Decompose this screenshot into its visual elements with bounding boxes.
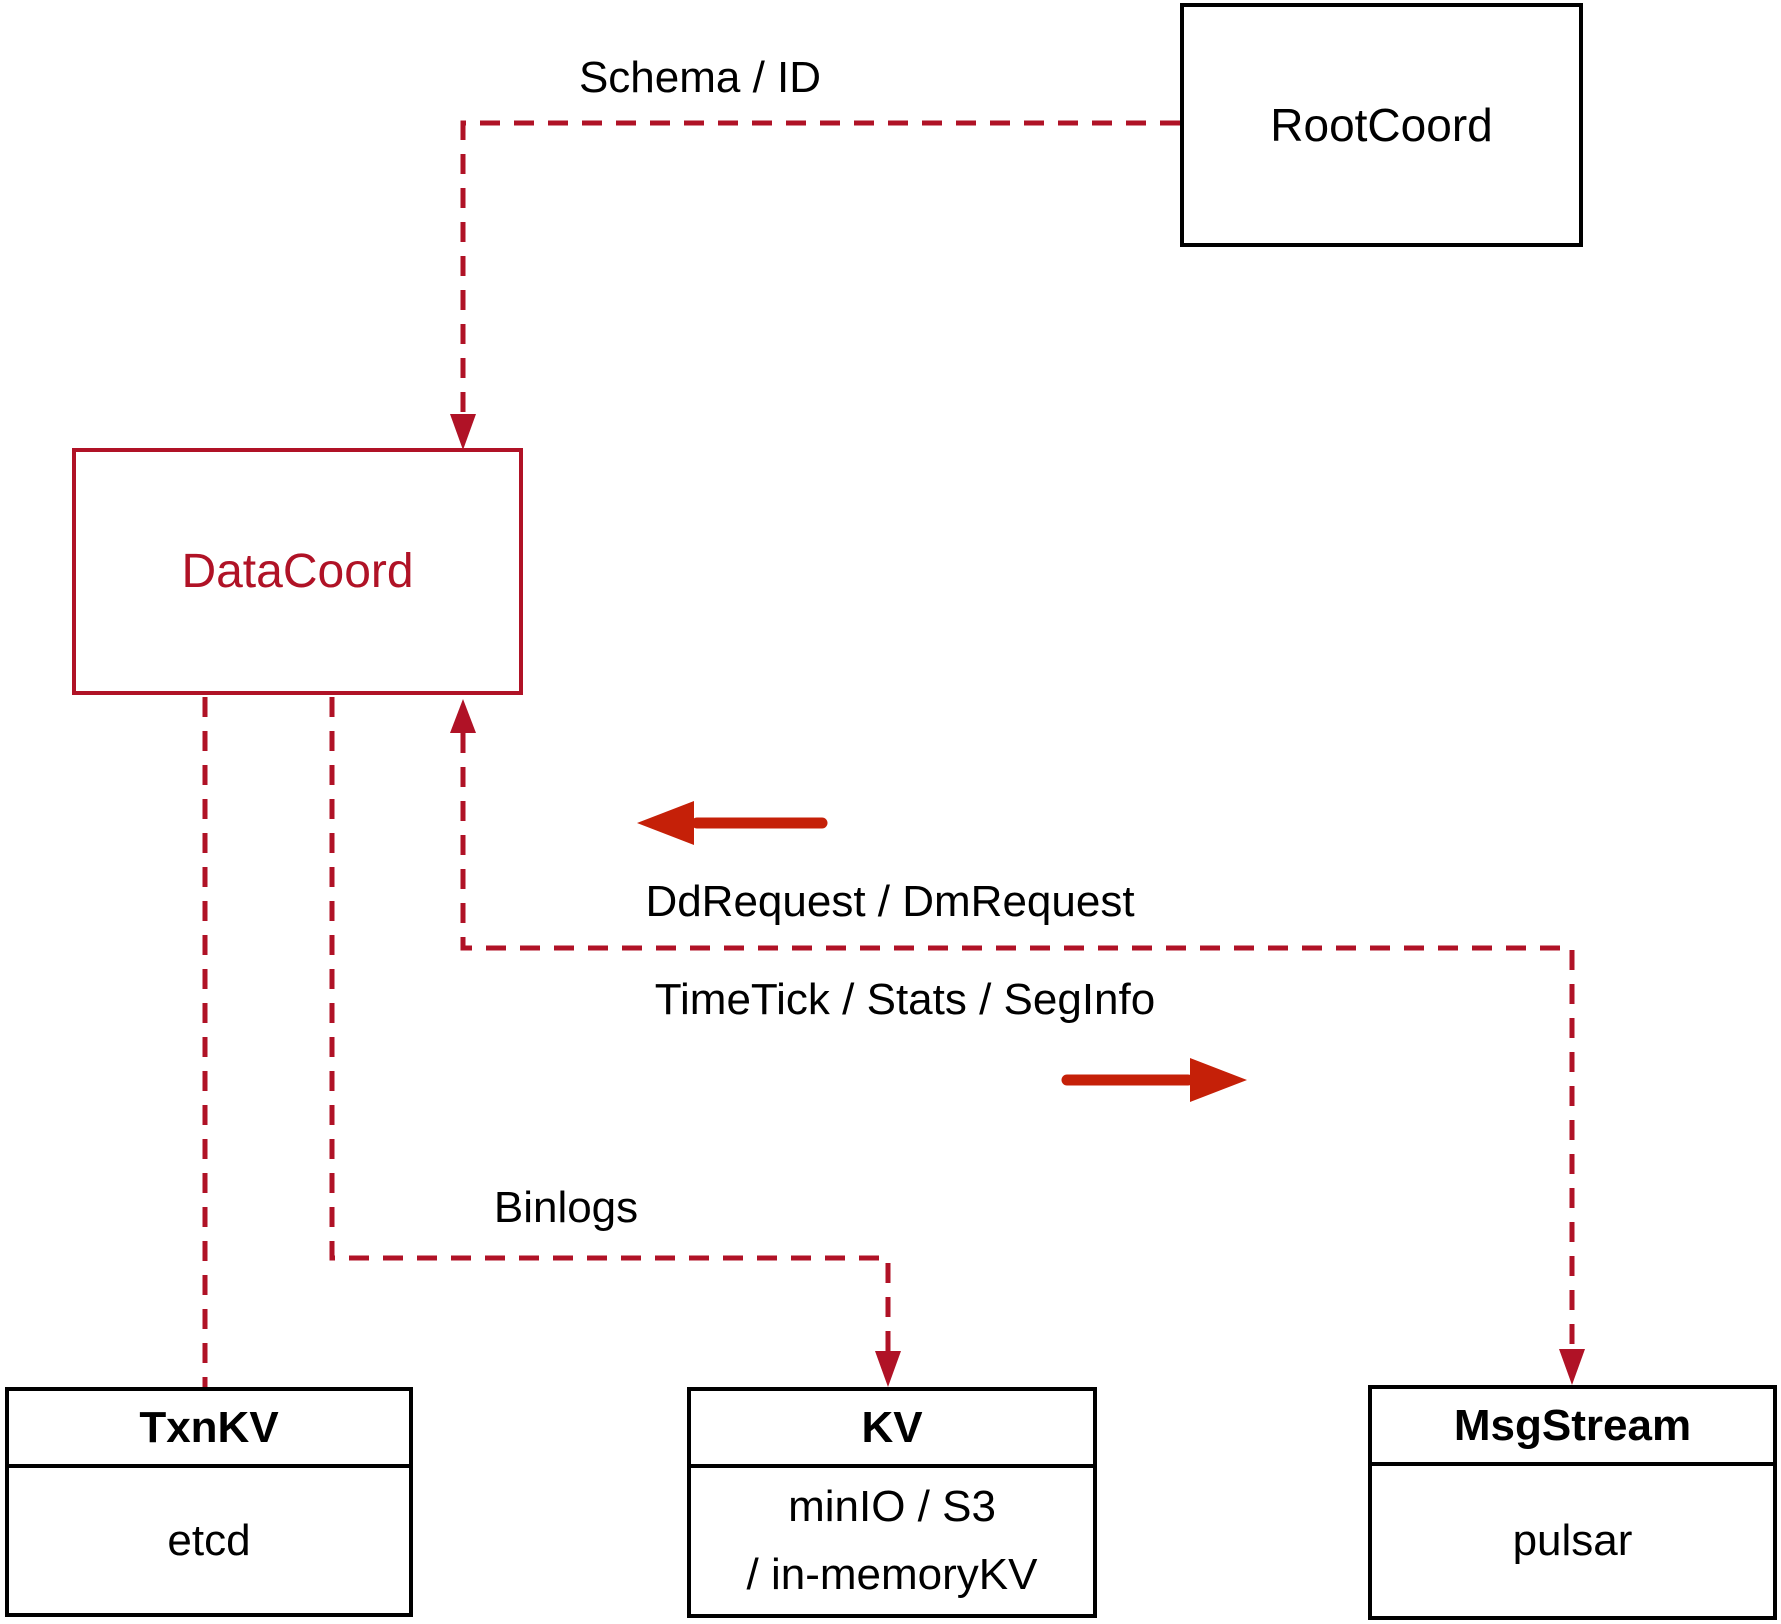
node-msgstream-body: pulsar [1512, 1516, 1633, 1565]
edge-label-dd-request: DdRequest / DmRequest [645, 877, 1135, 926]
node-datacoord: DataCoord [72, 448, 523, 695]
node-kv: KV minIO / S3 / in-memoryKV [687, 1387, 1097, 1618]
node-kv-body-line2: / in-memoryKV [746, 1550, 1038, 1599]
edge-msgstream-line [460, 733, 1575, 1349]
edge-schema-id-line [460, 120, 1180, 414]
edge-msgstream-arrowhead-icon [1559, 1349, 1585, 1385]
edge-label-binlogs: Binlogs [493, 1183, 639, 1232]
right-direction-arrow-icon [1190, 1058, 1247, 1102]
node-msgstream-title: MsgStream [1372, 1389, 1773, 1466]
edge-binlogs-line [329, 697, 891, 1351]
node-datacoord-label: DataCoord [181, 545, 414, 598]
edge-schema-id-arrowhead-icon [450, 414, 476, 450]
edge-label-time-tick: TimeTick / Stats / SegInfo [654, 975, 1156, 1024]
node-kv-title: KV [691, 1391, 1093, 1468]
edge-label-schema-id: Schema / ID [578, 53, 822, 102]
node-rootcoord: RootCoord [1180, 3, 1583, 247]
node-txnkv-body: etcd [167, 1515, 251, 1565]
left-direction-arrow-icon [637, 801, 694, 845]
node-kv-body-line1: minIO / S3 [788, 1482, 996, 1531]
edge-datacoord-arrowhead-icon [450, 699, 476, 733]
node-txnkv-title: TxnKV [9, 1391, 409, 1468]
edge-binlogs-arrowhead-icon [875, 1351, 901, 1387]
node-txnkv: TxnKV etcd [5, 1387, 413, 1617]
node-rootcoord-label: RootCoord [1270, 99, 1493, 151]
node-msgstream: MsgStream pulsar [1368, 1385, 1777, 1620]
